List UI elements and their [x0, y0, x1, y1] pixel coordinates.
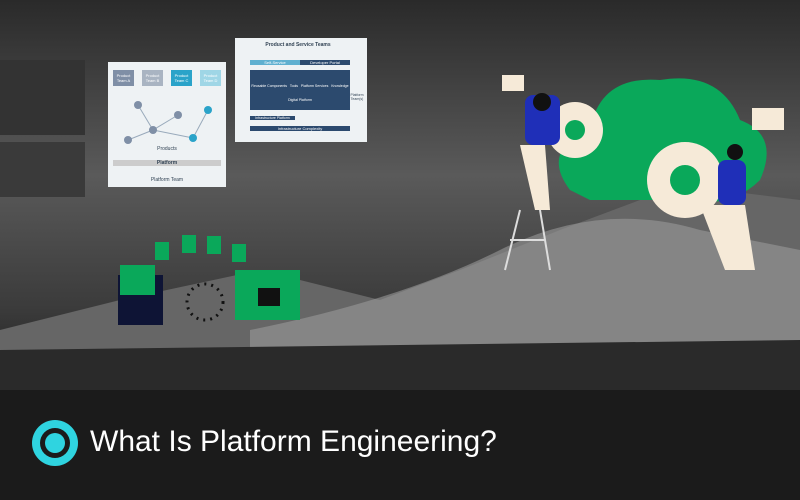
team-a: Product Team A	[113, 70, 134, 86]
products-label: Products	[157, 146, 177, 152]
portal-label: Developer Portal	[300, 60, 350, 65]
team-b: Product Team B	[142, 70, 163, 86]
platform-diagram-card: Product Team A Product Team B Product Te…	[108, 62, 226, 187]
side-label: Platform Team(s)	[350, 93, 364, 101]
page-title: What Is Platform Engineering?	[90, 425, 497, 458]
platform-label: Platform	[113, 160, 221, 166]
products-network	[124, 101, 212, 144]
top-label: Product and Service Teams	[265, 42, 331, 48]
item: Platform Services	[300, 84, 329, 88]
team-c: Product Team C	[171, 70, 192, 86]
digital-platform-box: Reusable Components Tools Platform Servi…	[250, 70, 350, 110]
self-service-label: Self-Service	[250, 60, 300, 65]
item: Knowledge	[331, 84, 349, 88]
digital-platform-card: Product and Service Teams Self-Service D…	[235, 38, 367, 142]
digital-label: Digital Platform	[288, 98, 312, 102]
title-bar	[0, 390, 800, 500]
hero-illustration: Product Team A Product Team B Product Te…	[0, 0, 800, 390]
team-d: Product Team D	[200, 70, 221, 86]
infra-label: Infrastructure Platform	[250, 116, 295, 120]
folders-illustration	[118, 235, 300, 325]
complexity-label: Infrastructure Complexity	[250, 126, 350, 131]
item: Tools	[289, 84, 299, 88]
landscape	[0, 60, 800, 390]
platform-team-label: Platform Team	[150, 177, 184, 183]
item: Reusable Components	[251, 84, 288, 88]
brand-logo-icon	[32, 420, 78, 466]
team-gears-illustration	[502, 75, 784, 271]
